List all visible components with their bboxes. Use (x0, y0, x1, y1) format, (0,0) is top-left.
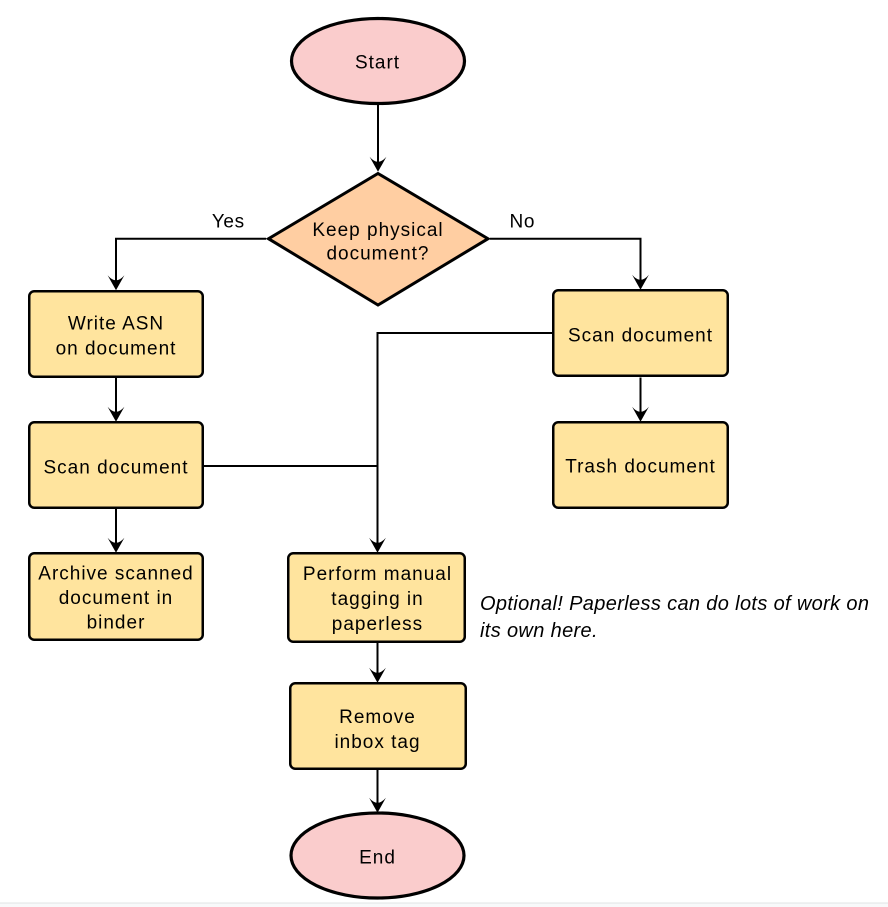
svg-text:document?: document? (326, 244, 429, 265)
svg-text:Scan document: Scan document (43, 458, 188, 479)
svg-text:its own here.: its own here. (480, 620, 598, 642)
svg-text:tagging in: tagging in (331, 589, 423, 610)
svg-text:Yes: Yes (212, 211, 245, 232)
svg-text:End: End (359, 848, 396, 869)
svg-text:Keep physical: Keep physical (312, 220, 443, 241)
svg-text:binder: binder (87, 613, 146, 634)
svg-text:document in: document in (59, 588, 174, 609)
svg-text:Perform manual: Perform manual (303, 564, 452, 585)
svg-text:Archive scanned: Archive scanned (38, 564, 193, 585)
svg-text:inbox tag: inbox tag (334, 732, 420, 753)
svg-text:Scan document: Scan document (568, 326, 713, 347)
svg-text:Optional! Paperless can do lot: Optional! Paperless can do lots of work … (480, 593, 869, 615)
svg-text:Start: Start (355, 53, 400, 74)
svg-text:paperless: paperless (332, 614, 423, 635)
svg-text:Trash document: Trash document (565, 457, 716, 478)
svg-text:on document: on document (56, 339, 177, 360)
svg-text:No: No (510, 211, 536, 232)
svg-text:Remove: Remove (339, 707, 416, 728)
svg-text:Write ASN: Write ASN (68, 314, 164, 335)
